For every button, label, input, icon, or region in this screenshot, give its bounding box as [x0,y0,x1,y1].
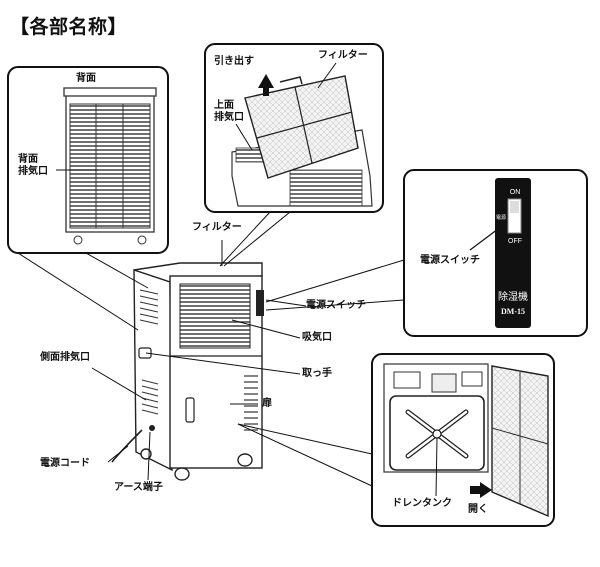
open-label: 開く [468,504,488,515]
drain-tank-panel [371,353,555,527]
back-view-panel [7,66,169,254]
power-cord-label: 電源コード [40,458,90,469]
ground-terminal-label: アース端子 [114,482,163,493]
side-exhaust-label: 側面排気口 [40,352,90,363]
switch-brand-text: 除湿機 [498,290,528,303]
switch-off-text: OFF [508,238,522,245]
power-switch-inset-label: 電源スイッチ [420,255,480,266]
leader-lines [17,211,405,487]
handle-label: 取っ手 [302,368,332,379]
power-switch-panel [403,169,588,337]
filter-view-panel [204,43,384,213]
back-exhaust-label: 背面 排気口 [18,154,48,177]
power-switch-label: 電源スイッチ [306,300,366,311]
dehumidifier-unit [111,262,264,481]
back-view-title: 背面 [76,73,96,84]
switch-model-text: DM-15 [501,307,525,316]
intake-label: 吸気口 [302,332,332,343]
filter-label: フィルター [192,222,242,233]
switch-small-label: 電源 [496,214,506,221]
door-label: 扉 [262,398,272,409]
switch-on-text: ON [510,189,521,196]
page-title: 【各部名称】 [10,16,128,38]
top-exhaust-label: 上面 排気口 [214,100,244,123]
drain-tank-label: ドレンタンク [392,498,452,509]
filter-inset-label: フィルター [318,50,368,61]
pull-out-label: 引き出す [214,56,254,67]
